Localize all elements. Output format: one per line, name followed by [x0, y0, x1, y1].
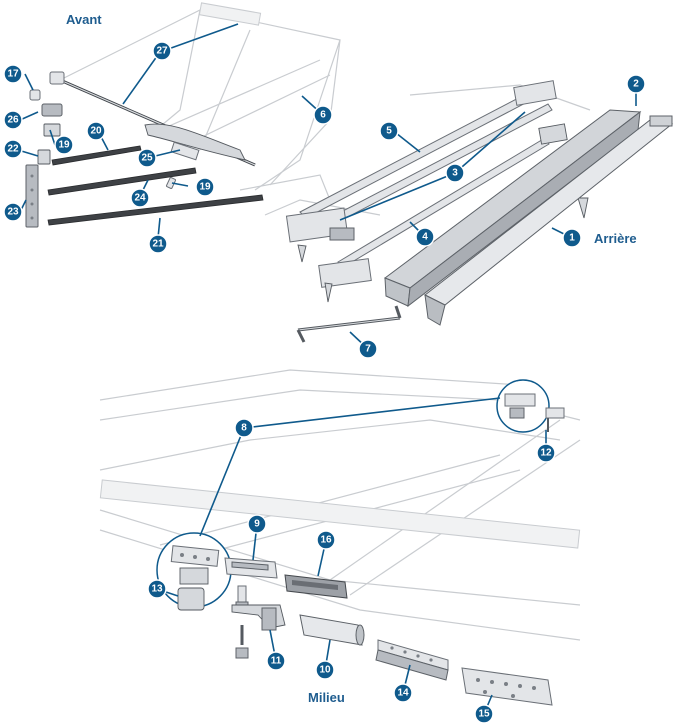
svg-text:21: 21 — [152, 239, 164, 250]
svg-text:2: 2 — [633, 79, 639, 90]
svg-text:24: 24 — [134, 193, 146, 204]
callout-23: 23 — [3, 202, 23, 222]
callout-2: 2 — [626, 74, 646, 94]
callout-13: 13 — [147, 579, 167, 599]
svg-text:20: 20 — [90, 126, 102, 137]
svg-text:5: 5 — [386, 126, 392, 137]
callout-3: 3 — [445, 163, 465, 183]
front-frame-ghost — [59, 2, 341, 201]
svg-text:14: 14 — [397, 688, 409, 699]
svg-text:6: 6 — [320, 110, 326, 121]
callout-22: 22 — [3, 139, 23, 159]
part-11-hardware — [231, 585, 286, 659]
callout-21: 21 — [148, 234, 168, 254]
part-15-plate — [461, 667, 553, 706]
svg-text:19: 19 — [199, 182, 211, 193]
rear-brackets — [285, 80, 568, 303]
section-label-front: Avant — [66, 12, 102, 27]
rear-top-rail — [424, 115, 674, 326]
callout-17: 17 — [3, 64, 23, 84]
callout-11: 11 — [266, 651, 286, 671]
callout-20: 20 — [86, 121, 106, 141]
svg-text:15: 15 — [478, 709, 490, 720]
section-label-middle: Milieu — [308, 690, 345, 705]
svg-text:11: 11 — [271, 656, 282, 667]
callout-14: 14 — [393, 683, 413, 703]
svg-text:12: 12 — [540, 448, 552, 459]
svg-text:9: 9 — [254, 519, 260, 530]
parts-channels — [224, 557, 348, 599]
svg-text:25: 25 — [141, 153, 153, 164]
section-label-rear: Arrière — [594, 231, 637, 246]
middle-frame-ghost — [99, 369, 581, 641]
part-13-block — [177, 587, 205, 611]
svg-text:27: 27 — [156, 46, 168, 57]
callout-15: 15 — [474, 704, 494, 724]
svg-text:8: 8 — [241, 423, 247, 434]
callout-7: 7 — [358, 339, 378, 359]
part-12-bracket — [545, 407, 565, 432]
callout-12: 12 — [536, 443, 556, 463]
svg-text:4: 4 — [422, 232, 428, 243]
callout-24: 24 — [130, 188, 150, 208]
callout-16: 16 — [316, 530, 336, 550]
svg-text:26: 26 — [7, 115, 19, 126]
svg-text:17: 17 — [7, 69, 19, 80]
part-14-plate — [375, 639, 449, 681]
black-support-bars — [47, 145, 264, 226]
svg-text:19: 19 — [58, 140, 70, 151]
front-rod-assembly — [49, 71, 256, 167]
callout-26: 26 — [3, 110, 23, 130]
callout-4: 4 — [415, 227, 435, 247]
callout-25: 25 — [137, 148, 157, 168]
svg-text:10: 10 — [319, 665, 331, 676]
callout-5: 5 — [379, 121, 399, 141]
front-small-parts — [25, 89, 177, 228]
svg-text:16: 16 — [320, 535, 332, 546]
callout-1: 1 — [562, 228, 582, 248]
part-10-tube — [299, 614, 365, 646]
callout-10: 10 — [315, 660, 335, 680]
rear-beam — [383, 109, 642, 308]
svg-text:13: 13 — [151, 584, 163, 595]
svg-text:23: 23 — [7, 207, 19, 218]
callout-19b: 19 — [195, 177, 215, 197]
callout-27: 27 — [152, 41, 172, 61]
crank-rod — [296, 305, 402, 343]
callout-19a: 19 — [54, 135, 74, 155]
svg-text:7: 7 — [365, 344, 371, 355]
svg-text:1: 1 — [569, 233, 575, 244]
callout-9: 9 — [247, 514, 267, 534]
svg-text:3: 3 — [452, 168, 458, 179]
callout-8: 8 — [234, 418, 254, 438]
callout-6: 6 — [313, 105, 333, 125]
middle-leaders — [156, 397, 547, 715]
svg-text:22: 22 — [7, 144, 19, 155]
